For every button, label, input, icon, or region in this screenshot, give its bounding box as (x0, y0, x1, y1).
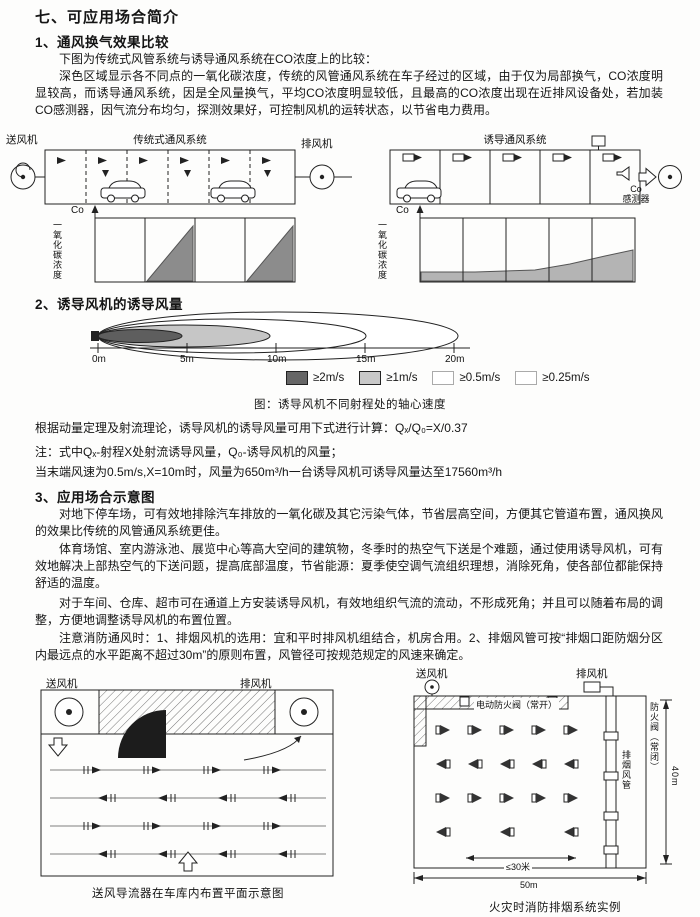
page-title: 七、可应用场合简介 (35, 9, 180, 26)
distance-ruler (90, 343, 470, 353)
co-sensor-icon (616, 166, 630, 181)
legend-swatch (286, 371, 308, 385)
driving-lanes (50, 769, 326, 855)
fire-zone-hatch (413, 695, 427, 747)
parking-stalls-hatch (98, 689, 276, 735)
fire-smoke-plan-diagram: 送风机 排风机 电动防火阀（常开） 防火阀（常闭） 排烟风管 ≤30米 50m … (408, 666, 700, 894)
deflector-symbols (83, 766, 296, 858)
fan-icon (424, 679, 440, 696)
legend-swatch (515, 371, 538, 385)
legend-item: ≥2m/s (286, 371, 344, 385)
height-dimension-label: 40m (670, 766, 680, 787)
section1-heading: 1、通风换气效果比较 (35, 35, 170, 50)
fire-damper-label: 防火阀（常闭） (649, 702, 659, 772)
max-distance-label: ≤30米 (504, 860, 532, 873)
section1-body: 深色区域显示各不同点的一氧化碳浓度，传统的风管通风系统在车子经过的区域，由于仅为… (35, 69, 663, 117)
fan-icon (10, 162, 45, 190)
induction-nozzles (402, 153, 622, 162)
co-axis-label: Co (71, 205, 84, 216)
dimension-30m (466, 855, 576, 861)
car-icon (396, 180, 442, 203)
garage-plan-drawing (40, 689, 334, 877)
section3-paragraph: 注意消防通风时：1、排烟风机的选用：宜和平时排风机组结合，机房合用。2、排烟风管… (35, 631, 663, 662)
fan-icon (295, 164, 352, 190)
supply-fan-label: 送风机 (6, 134, 38, 146)
induced-system-title: 诱导通风系统 (483, 134, 547, 146)
jet-fan-outlet-icon (91, 331, 99, 341)
co-y-axis-label: 一氧化碳浓度 (377, 220, 387, 280)
traditional-duct-box (44, 149, 296, 205)
jet-diagram-caption: 图：诱导风机不同射程处的轴心速度 (254, 399, 446, 411)
garage-plan-diagram: 送风机 排风机 (38, 674, 338, 882)
section3-paragraph: 对地下停车场，可有效地排除汽车排放的一氧化碳及其它污染气体，节省层高空间，方便其… (35, 507, 663, 538)
velocity-legend: ≥2m/s ≥1m/s ≥0.5m/s ≥0.25m/s (286, 371, 590, 385)
smoke-duct-lines (603, 696, 619, 868)
exhaust-unit-icon (583, 681, 614, 696)
width-dimension-label: 50m (518, 880, 540, 890)
fan-icon (54, 697, 84, 727)
smoke-duct-label: 排烟风管 (621, 750, 631, 790)
supply-fan-label: 送风机 (46, 678, 78, 690)
section3-paragraph: 对于车间、仓库、超市可在通道上方安装诱导风机，有效地组织气流的流动，不形成死角；… (35, 596, 663, 627)
curved-flow-arrow (243, 735, 302, 761)
supply-fan-label: 送风机 (416, 668, 448, 680)
co-sensor-label: Co 感测器 (622, 184, 650, 204)
distance-tick-label: 10m (267, 354, 287, 365)
co-chart-induced (416, 205, 636, 283)
distance-tick-label: 5m (180, 354, 194, 365)
induction-fan-symbols (435, 725, 579, 837)
legend-label: ≥0.25m/s (542, 372, 590, 384)
traditional-system-title: 传统式通风系统 (133, 134, 207, 146)
exhaust-fan-label: 排风机 (301, 138, 333, 150)
distance-tick-label: 15m (356, 354, 376, 365)
flow-arrow (638, 167, 657, 187)
car-icon (100, 180, 146, 203)
airflow-arrows (57, 157, 271, 177)
section3-paragraph: 体育场馆、室内游泳池、展览中心等高大空间的建筑物，冬季时的热空气下送是个难题，通… (35, 542, 663, 590)
down-arrow-icon (47, 737, 69, 757)
air-deflector-wedge (118, 710, 166, 758)
dimension-50m (413, 872, 647, 884)
co-y-axis-label: 一氧化碳浓度 (52, 220, 62, 280)
car-icon (210, 180, 256, 203)
co-sensor-icon (591, 135, 606, 150)
section1-intro: 下图为传统式风管系统与诱导通风系统在CO浓度上的比较： (59, 52, 378, 66)
electric-damper-label: 电动防火阀（常开） (474, 698, 560, 711)
fan-icon (658, 165, 682, 189)
legend-swatch (359, 371, 382, 385)
ventilation-comparison-diagram: 送风机 传统式通风系统 排风机 诱导通风系统 Co 感测器 Co 一氧化碳浓度 … (5, 130, 695, 290)
section3-heading: 3、应用场合示意图 (35, 490, 156, 505)
distance-tick-label: 0m (92, 354, 106, 365)
exhaust-fan-label: 排风机 (576, 668, 608, 680)
co-axis-label: Co (396, 205, 409, 216)
fire-plan-caption: 火灾时消防排烟系统实例 (489, 902, 621, 914)
dimension-40m (660, 699, 672, 865)
legend-item: ≥0.25m/s (515, 371, 590, 385)
legend-label: ≥1m/s (386, 372, 418, 384)
legend-item: ≥1m/s (359, 371, 417, 385)
ventilation-comparison-drawing (10, 135, 682, 283)
garage-plan-caption: 送风导流器在车库内布置平面示意图 (92, 888, 284, 900)
legend-label: ≥2m/s (313, 372, 345, 384)
formula-line: 根据动量定理及射流理论，诱导风机的诱导风量可用下式进行计算：Qₓ/Q₀=X/0.… (35, 421, 468, 435)
legend-label: ≥0.5m/s (459, 372, 501, 384)
formula-note-1: 注：式中Qₓ-射程X处射流诱导风量，Q₀-诱导风机的风量； (35, 445, 343, 459)
jet-range-diagram: 0m 5m 10m 15m 20m (88, 308, 588, 370)
distance-tick-label: 20m (445, 354, 465, 365)
formula-note-2: 当末端风速为0.5m/s,X=10m时，风量为650m³/h一台诱导风机可诱导风… (35, 465, 503, 479)
exhaust-fan-label: 排风机 (240, 678, 272, 690)
co-chart-traditional (91, 205, 296, 283)
legend-swatch (432, 371, 455, 385)
section2-heading: 2、诱导风机的诱导风量 (35, 297, 184, 312)
fan-icon (289, 697, 319, 727)
legend-item: ≥0.5m/s (432, 371, 500, 385)
up-arrow-icon (177, 851, 199, 872)
jet-range-drawing (90, 311, 470, 361)
